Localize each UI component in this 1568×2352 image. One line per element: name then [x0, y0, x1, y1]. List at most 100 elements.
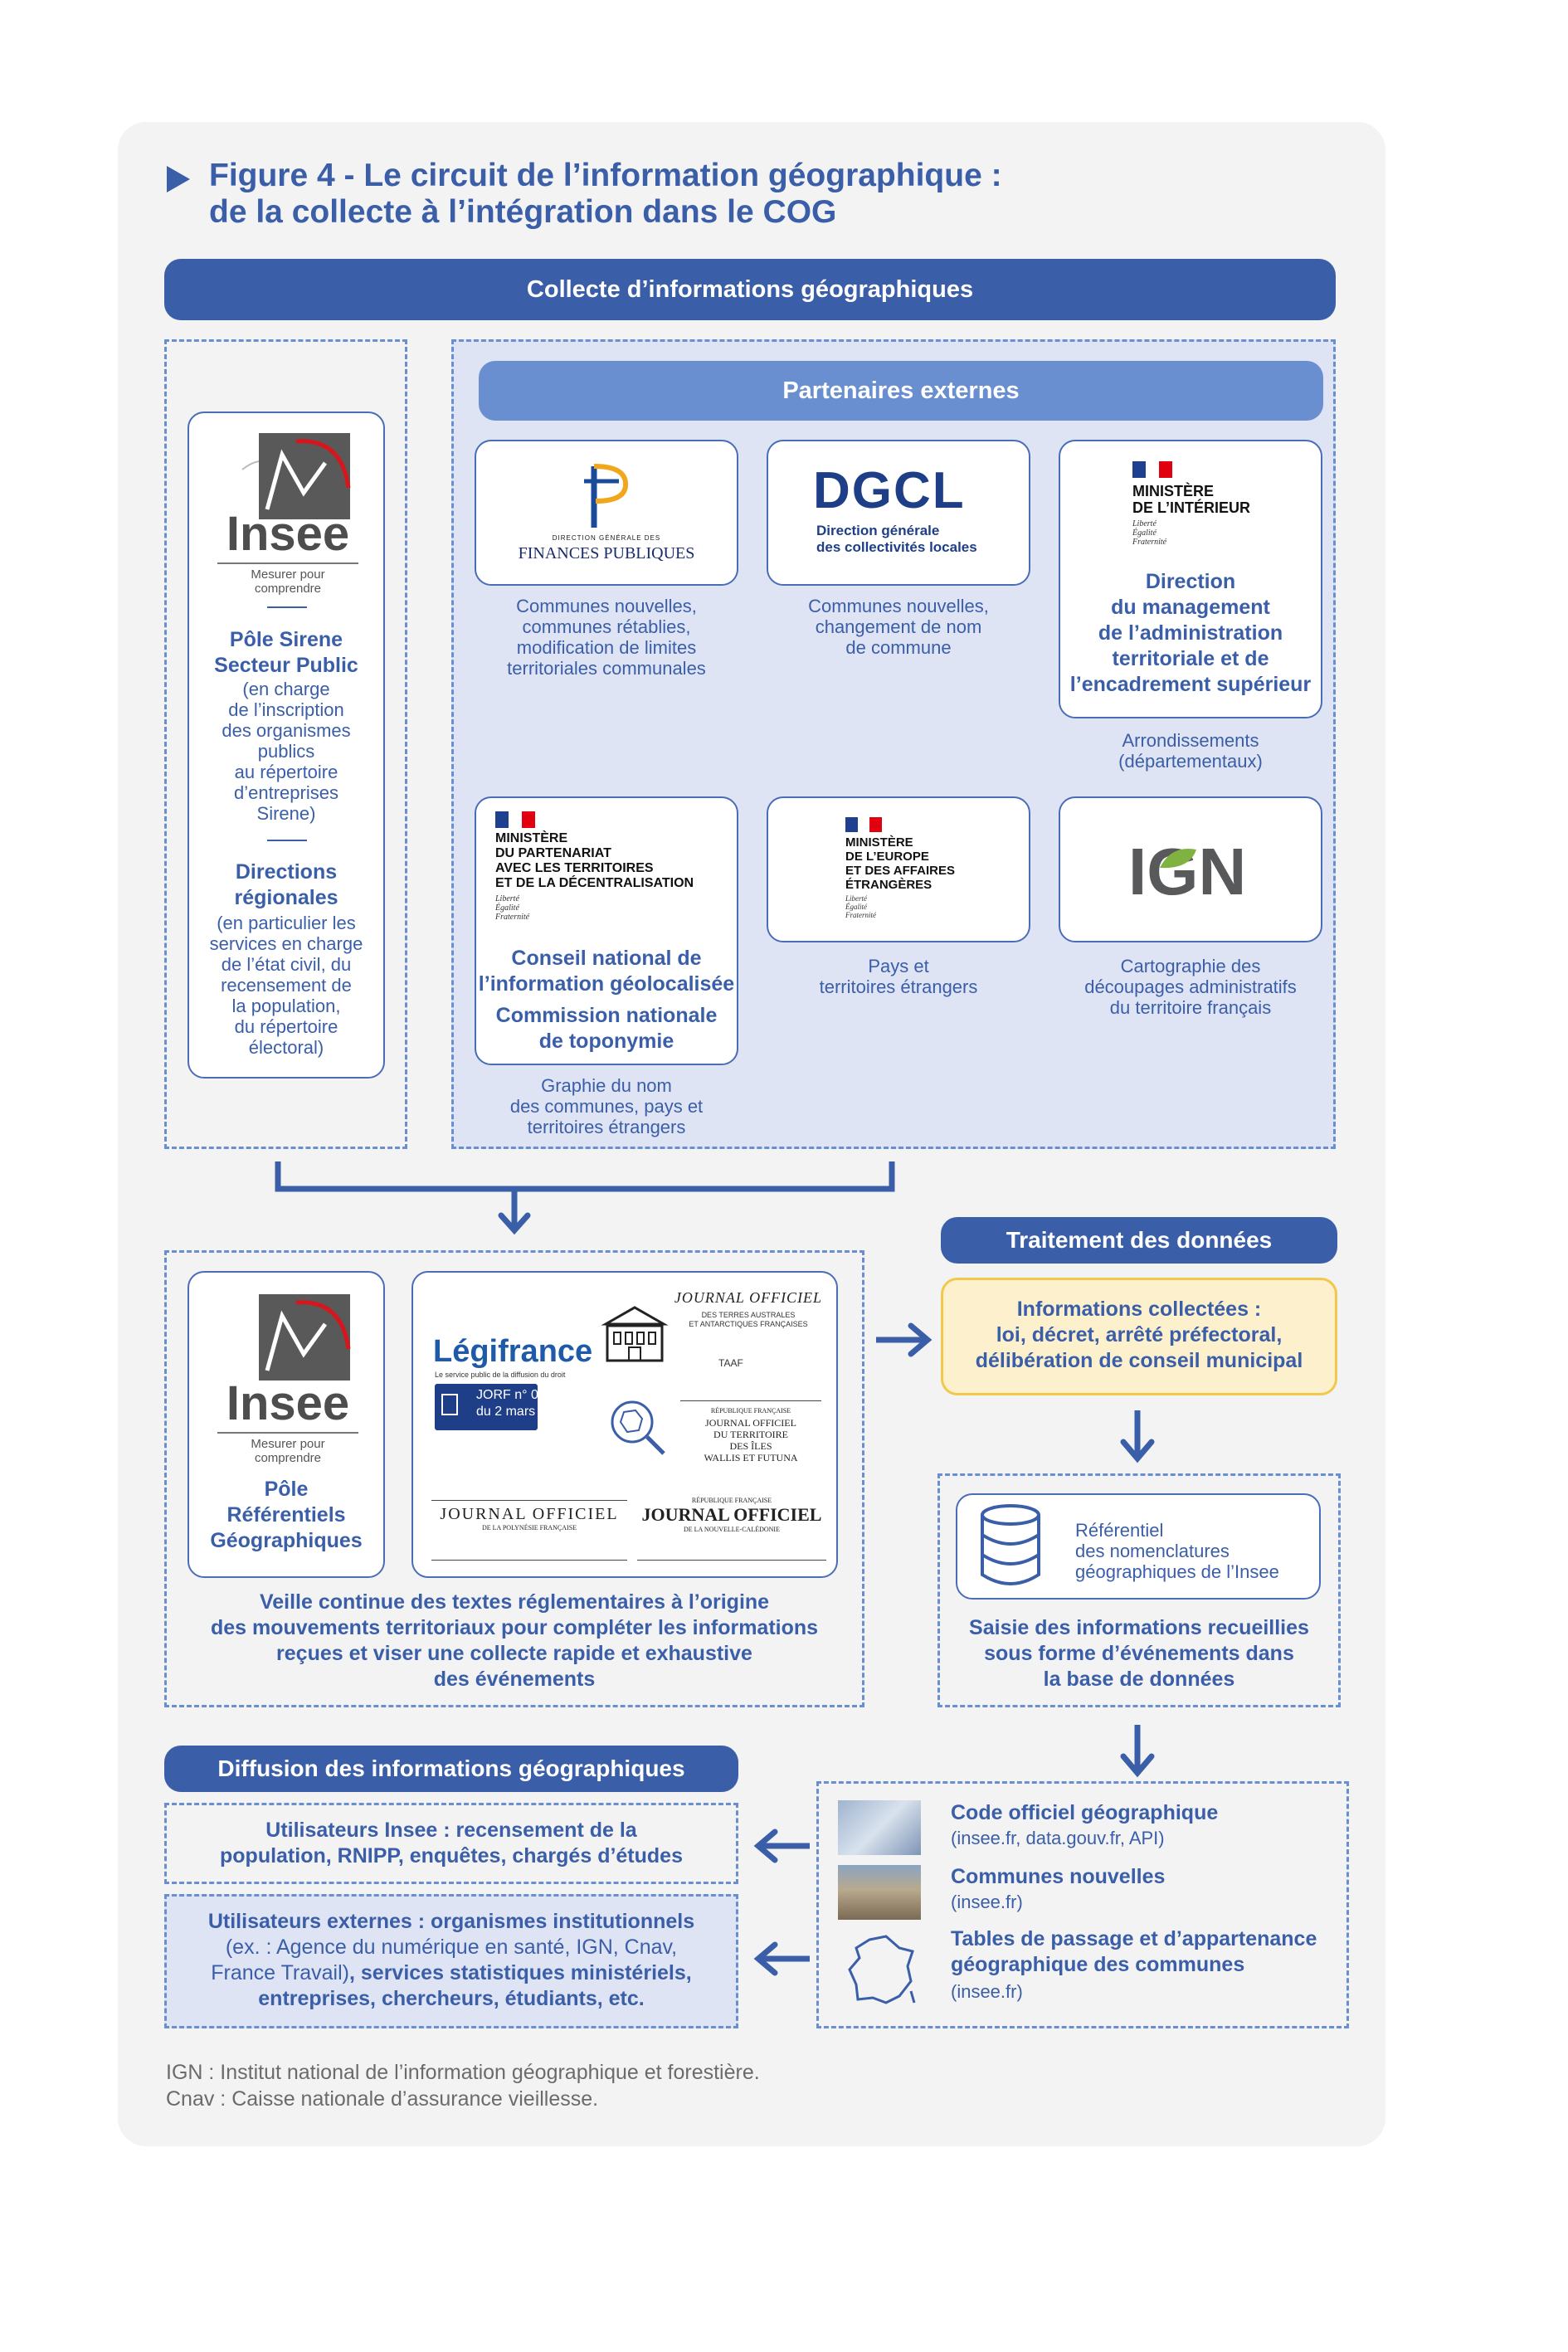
jo-wallis-line: WALLIS ET FUTUNA	[680, 1452, 821, 1463]
product-communes-title: Communes nouvelles	[951, 1865, 1165, 1889]
jo-wallis: RÉPUBLIQUE FRANÇAISE JOURNAL OFFICIEL DU…	[680, 1405, 821, 1463]
partenariat-caption: Graphie du nom des communes, pays et ter…	[475, 1075, 738, 1137]
jo-nc-line: RÉPUBLIQUE FRANÇAISE	[637, 1497, 826, 1504]
dr-desc-line: de l’état civil, du	[187, 954, 385, 975]
insee-logo-tagline: Mesurer pour comprendre	[217, 567, 358, 596]
motto-line: Fraternité	[1132, 538, 1166, 547]
jo-taaf-title: JOURNAL OFFICIEL	[674, 1289, 823, 1307]
ign-logo-text: IGN	[1128, 836, 1246, 903]
partenariat-logo-line: MINISTÈRE	[495, 831, 694, 846]
saisie-text: Saisie des informations recueillies sous…	[937, 1615, 1341, 1692]
jo-wallis-line: RÉPUBLIQUE FRANÇAISE	[680, 1405, 821, 1417]
cnig-title-line: Conseil national de	[475, 946, 738, 971]
jorf-text: JORF n° 0053 du 2 mars 2025	[476, 1387, 568, 1420]
interieur-caption-line: (départementaux)	[1059, 751, 1322, 772]
motto-line: Égalité	[845, 903, 876, 911]
partenariat-caption-line: Graphie du nom	[475, 1075, 738, 1096]
dgfip-logo-big: FINANCES PUBLIQUES	[475, 544, 738, 563]
europe-logo-line: ET DES AFFAIRES	[845, 864, 955, 878]
dr-desc-line: services en charge	[187, 933, 385, 954]
users-ext-line: entreprises, chercheurs, étudiants, etc.	[164, 1986, 738, 2012]
ign-caption-line: découpages administratifs	[1059, 976, 1322, 997]
partenariat-logo-line: ET DE LA DÉCENTRALISATION	[495, 876, 694, 891]
dgcl-logo-sub: Direction générale des collectivités loc…	[816, 523, 977, 556]
pole-sirene-desc-line: de l’inscription	[187, 699, 385, 720]
info-line: loi, décret, arrêté préfectoral,	[941, 1322, 1337, 1348]
jo-wallis-rule	[680, 1400, 821, 1401]
users-externes-text: Utilisateurs externes : organismes insti…	[164, 1909, 738, 2012]
info-collectees-text: Informations collectées : loi, décret, a…	[941, 1297, 1337, 1374]
saisie-line: sous forme d’événements dans	[937, 1641, 1341, 1667]
legifrance-logo: Légifrance	[433, 1334, 592, 1370]
interieur-title-line: Direction	[1059, 569, 1322, 595]
footnote-ign: IGN : Institut national de l’information…	[166, 2059, 760, 2086]
dr-title-2: régionales	[187, 885, 385, 911]
veille-text-line: des événements	[164, 1667, 864, 1692]
interieur-title-line: territoriale et de	[1059, 646, 1322, 672]
ign-caption-line: du territoire français	[1059, 997, 1322, 1018]
partenariat-logo-line: DU PARTENARIAT	[495, 846, 694, 861]
pole-sirene-desc-line: publics	[187, 741, 385, 762]
dr-desc-line: du répertoire	[187, 1016, 385, 1037]
arrow-left-icon-2	[748, 1938, 815, 1979]
dr-title: Directions régionales	[187, 859, 385, 911]
figure-title: Figure 4 - Le circuit de l’information g…	[209, 158, 1205, 231]
jo-polynesie-line: DE LA POLYNÉSIE FRANÇAISE	[431, 1524, 627, 1531]
cnt-title-line: de toponymie	[475, 1029, 738, 1054]
cnig-title-line: l’information géolocalisée	[475, 971, 738, 997]
collecte-label: Collecte d’informations géographiques	[527, 276, 973, 304]
jo-polynesie: JOURNAL OFFICIEL DE LA POLYNÉSIE FRANÇAI…	[431, 1505, 627, 1531]
dgfip-caption-line: territoriales communales	[475, 658, 738, 679]
users-insee-text: Utilisateurs Insee : recensement de la p…	[164, 1818, 738, 1869]
pole-sirene-desc-line: des organismes	[187, 720, 385, 741]
jo-taaf-sub: DES TERRES AUSTRALES ET ANTARCTIQUES FRA…	[674, 1311, 823, 1329]
figure-title-line2: de la collecte à l’intégration dans le C…	[209, 194, 1205, 231]
pole-referentiels-title: Pôle Référentiels Géographiques	[187, 1477, 385, 1554]
arrow-down-icon	[1117, 1407, 1158, 1465]
footnote-cnav: Cnav : Caisse nationale d’assurance viei…	[166, 2086, 598, 2112]
arrow-left-icon	[748, 1825, 815, 1867]
product-tables-title-2: géographique des communes	[951, 1952, 1317, 1978]
partenaires-header: Partenaires externes	[479, 361, 1323, 421]
insee-logo-2	[217, 1291, 358, 1390]
dgfip-logo-small: DIRECTION GÉNÉRALE DES	[475, 534, 738, 542]
veille-text-line: des mouvements territoriaux pour complét…	[164, 1615, 864, 1641]
pole-sirene-desc-line: d’entreprises	[187, 782, 385, 803]
product-tables-sub: (insee.fr)	[951, 1981, 1023, 2003]
dr-desc-line: la population,	[187, 996, 385, 1016]
dgcl-logo-sub2: des collectivités locales	[816, 539, 977, 556]
jo-wallis-line: DU TERRITOIRE	[680, 1429, 821, 1440]
users-insee-line: Utilisateurs Insee : recensement de la	[164, 1818, 738, 1843]
dr-title-1: Directions	[187, 859, 385, 885]
legifrance-sub: Le service public de la diffusion du dro…	[435, 1371, 565, 1379]
veille-text: Veille continue des textes réglementaire…	[164, 1590, 864, 1692]
jo-polynesie-rule-bottom	[431, 1560, 627, 1561]
interieur-title-line: l’encadrement supérieur	[1059, 672, 1322, 698]
collecte-header: Collecte d’informations géographiques	[164, 259, 1336, 320]
product-tables-title: Tables de passage et d’appartenance géog…	[951, 1926, 1317, 1978]
ign-caption-line: Cartographie des	[1059, 956, 1322, 976]
title-triangle-icon	[167, 166, 190, 192]
users-insee-line: population, RNIPP, enquêtes, chargés d’é…	[164, 1843, 738, 1869]
divider-1	[267, 606, 307, 608]
users-ext-line: (ex. : Agence du numérique en santé, IGN…	[164, 1935, 738, 1960]
users-ext-line3: France Travail), services statistiques m…	[164, 1960, 738, 1986]
partenariat-motto: Liberté Égalité Fraternité	[495, 894, 529, 922]
partenariat-logo-text: MINISTÈRE DU PARTENARIAT AVEC LES TERRIT…	[495, 831, 694, 891]
pole-sirene-desc-line: Sirene)	[187, 803, 385, 824]
dgfip-logo-icon	[577, 458, 635, 533]
interieur-caption: Arrondissements (départementaux)	[1059, 730, 1322, 772]
europe-logo-line: ÉTRANGÈRES	[845, 878, 955, 892]
jo-taaf-line: DES TERRES AUSTRALES	[674, 1311, 823, 1320]
veille-text-line: reçues et viser une collecte rapide et e…	[164, 1641, 864, 1667]
jo-wallis-line: JOURNAL OFFICIEL	[680, 1417, 821, 1429]
dgcl-caption-line: Communes nouvelles,	[767, 596, 1030, 616]
partenariat-logo-line: AVEC LES TERRITOIRES	[495, 861, 694, 876]
dgfip-caption-line: Communes nouvelles,	[475, 596, 738, 616]
pole-ref-title-line: Pôle	[187, 1477, 385, 1502]
dgcl-logo-sub1: Direction générale	[816, 523, 977, 539]
dgcl-caption: Communes nouvelles, changement de nom de…	[767, 596, 1030, 658]
motto-line: Fraternité	[495, 913, 529, 922]
jo-taaf-line: ET ANTARCTIQUES FRANÇAISES	[674, 1320, 823, 1329]
pole-sirene-desc: (en charge de l’inscription des organism…	[187, 679, 385, 824]
